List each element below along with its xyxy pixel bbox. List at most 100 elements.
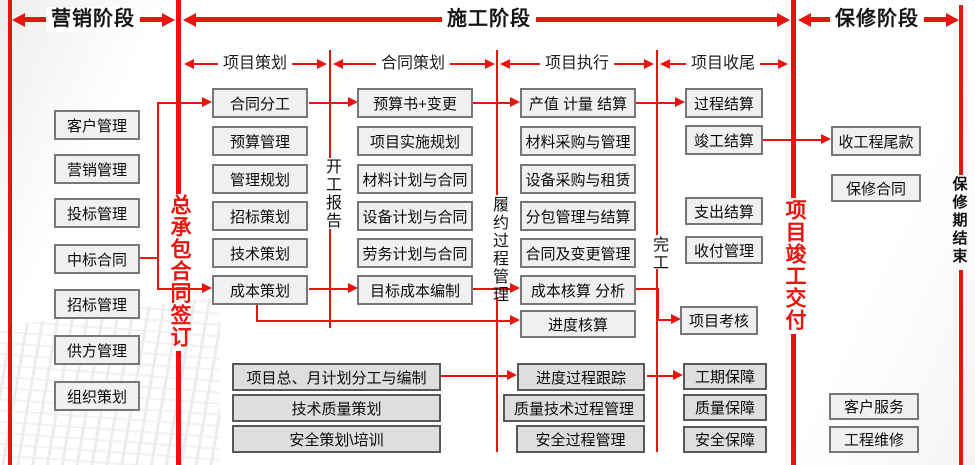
connector-to-duration-guarantee bbox=[647, 375, 673, 377]
box-safety-planning-training: 安全策划\培训 bbox=[232, 425, 441, 453]
arrowhead-icon bbox=[500, 59, 510, 69]
connector-riser bbox=[157, 102, 159, 290]
arrowhead-icon bbox=[673, 370, 683, 380]
connector-to-schedule-accounting bbox=[256, 320, 510, 322]
box-labor-plan-contract: 劳务计划与合同 bbox=[357, 238, 473, 268]
arrowhead-icon bbox=[183, 13, 196, 27]
arrowhead-icon bbox=[510, 97, 520, 107]
arrowhead-icon bbox=[317, 59, 327, 69]
box-equipment-procurement-lease: 设备采购与租赁 bbox=[520, 164, 636, 194]
phase-label-construction: 施工阶段 bbox=[442, 7, 536, 32]
box-marketing-management: 营销管理 bbox=[54, 154, 140, 184]
connector-cost-accounting-out bbox=[636, 288, 659, 290]
connector-cost-planning-drop bbox=[256, 305, 258, 322]
boundary-line-handover-bottom bbox=[791, 334, 796, 465]
phase-label-warranty: 保修阶段 bbox=[830, 7, 924, 32]
milestone-warranty-period-end: 保修期结束 bbox=[950, 176, 968, 266]
box-winning-bid-contract: 中标合同 bbox=[54, 244, 140, 274]
connector-to-budget-book bbox=[309, 102, 348, 104]
box-safety-guarantee: 安全保障 bbox=[683, 426, 767, 453]
box-equipment-plan-contract: 设备计划与合同 bbox=[357, 201, 473, 231]
connector-to-schedule-tracking bbox=[441, 375, 507, 377]
connector-to-output-settlement bbox=[473, 102, 510, 104]
box-tech-quality-planning: 技术质量策划 bbox=[232, 394, 441, 422]
milestone-commencement-report: 开工报告 bbox=[323, 158, 340, 230]
box-budget-book-changes: 预算书+变更 bbox=[357, 88, 473, 118]
arrowhead-icon bbox=[333, 59, 343, 69]
arrowhead-icon bbox=[162, 13, 175, 27]
box-bidding-management: 投标管理 bbox=[54, 198, 140, 228]
divider-commencement-top bbox=[329, 50, 331, 158]
stage-label-execution: 项目执行 bbox=[539, 54, 615, 74]
connector-to-process-settlement bbox=[636, 102, 675, 104]
divider-commencement-bottom bbox=[329, 229, 331, 328]
box-cost-accounting-analysis: 成本核算 分析 bbox=[520, 275, 636, 305]
box-supplier-management: 供方管理 bbox=[54, 335, 140, 365]
stage-label-planning: 项目策划 bbox=[217, 54, 293, 74]
box-safety-process-management: 安全过程管理 bbox=[516, 425, 645, 453]
stage-label-contract-planning: 合同策划 bbox=[375, 54, 451, 74]
box-receipt-payment-management: 收付管理 bbox=[685, 236, 763, 264]
box-project-implementation-plan: 项目实施规划 bbox=[357, 126, 473, 156]
boundary-line-signing-bottom bbox=[176, 351, 181, 465]
box-organization-planning: 组织策划 bbox=[54, 381, 140, 411]
box-output-measurement-settlement: 产值 计量 结算 bbox=[520, 88, 636, 118]
connector-to-project-assessment bbox=[657, 319, 671, 321]
box-tendering-management: 招标管理 bbox=[54, 289, 140, 319]
arrowhead-icon bbox=[777, 13, 790, 27]
box-quality-tech-process-management: 质量技术过程管理 bbox=[503, 394, 645, 422]
box-expenditure-settlement: 支出结算 bbox=[685, 197, 763, 225]
box-project-assessment: 项目考核 bbox=[680, 306, 758, 335]
arrowhead-icon bbox=[671, 314, 681, 324]
arrowhead-icon bbox=[510, 283, 520, 293]
box-schedule-accounting: 进度核算 bbox=[520, 310, 636, 338]
connector-to-contract-division bbox=[157, 102, 202, 104]
box-warranty-contract: 保修合同 bbox=[831, 174, 921, 202]
divider-completion-bottom bbox=[656, 269, 658, 452]
divider-completion-top bbox=[656, 50, 658, 235]
box-material-procurement: 材料采购与管理 bbox=[520, 126, 636, 156]
connector-cost-accounting-drop bbox=[657, 288, 659, 321]
box-customer-management: 客户管理 bbox=[54, 110, 140, 140]
boundary-line-left bbox=[8, 0, 12, 465]
box-receive-final-payment: 收工程尾款 bbox=[831, 126, 921, 156]
box-quality-guarantee: 质量保障 bbox=[683, 394, 767, 421]
boundary-line-right-top bbox=[959, 5, 963, 175]
milestone-performance-process-management: 履约过程管理 bbox=[490, 196, 507, 304]
arrowhead-icon bbox=[485, 59, 495, 69]
connector-to-cost-accounting bbox=[473, 288, 510, 290]
connector-to-target-cost bbox=[309, 288, 348, 290]
arrowhead-icon bbox=[348, 97, 358, 107]
stage-label-closeout: 项目收尾 bbox=[685, 54, 761, 74]
box-master-monthly-plan: 项目总、月计划分工与编制 bbox=[232, 363, 441, 391]
arrowhead-icon bbox=[12, 13, 25, 27]
connector-winning-bid-out bbox=[137, 257, 157, 259]
box-cost-planning: 成本策划 bbox=[212, 275, 308, 305]
box-engineering-maintenance: 工程维修 bbox=[829, 426, 919, 453]
arrowhead-icon bbox=[821, 134, 831, 144]
divider-performance-bottom bbox=[496, 297, 498, 452]
boundary-line-handover-top bbox=[791, 0, 796, 198]
box-customer-service: 客户服务 bbox=[829, 393, 919, 420]
arrowhead-icon bbox=[202, 97, 212, 107]
box-process-settlement: 过程结算 bbox=[685, 88, 763, 118]
arrowhead-icon bbox=[507, 370, 517, 380]
connector-to-cost-planning bbox=[157, 288, 202, 290]
box-duration-guarantee: 工期保障 bbox=[683, 363, 767, 390]
milestone-project-handover: 项目竣工交付 bbox=[783, 199, 806, 331]
arrowhead-icon bbox=[675, 97, 685, 107]
box-contract-change-management: 合同及变更管理 bbox=[520, 238, 636, 268]
arrowhead-icon bbox=[660, 59, 670, 69]
box-technical-planning: 技术策划 bbox=[212, 238, 308, 268]
arrowhead-icon bbox=[778, 59, 788, 69]
arrowhead-icon bbox=[202, 283, 212, 293]
box-management-planning: 管理规划 bbox=[212, 164, 308, 194]
divider-performance-top bbox=[496, 50, 498, 195]
arrowhead-icon bbox=[644, 59, 654, 69]
box-budget-management: 预算管理 bbox=[212, 126, 308, 156]
milestone-general-contract-signing: 总承包合同签订 bbox=[168, 194, 191, 348]
arrowhead-icon bbox=[946, 13, 959, 27]
box-contract-division: 合同分工 bbox=[212, 88, 308, 118]
